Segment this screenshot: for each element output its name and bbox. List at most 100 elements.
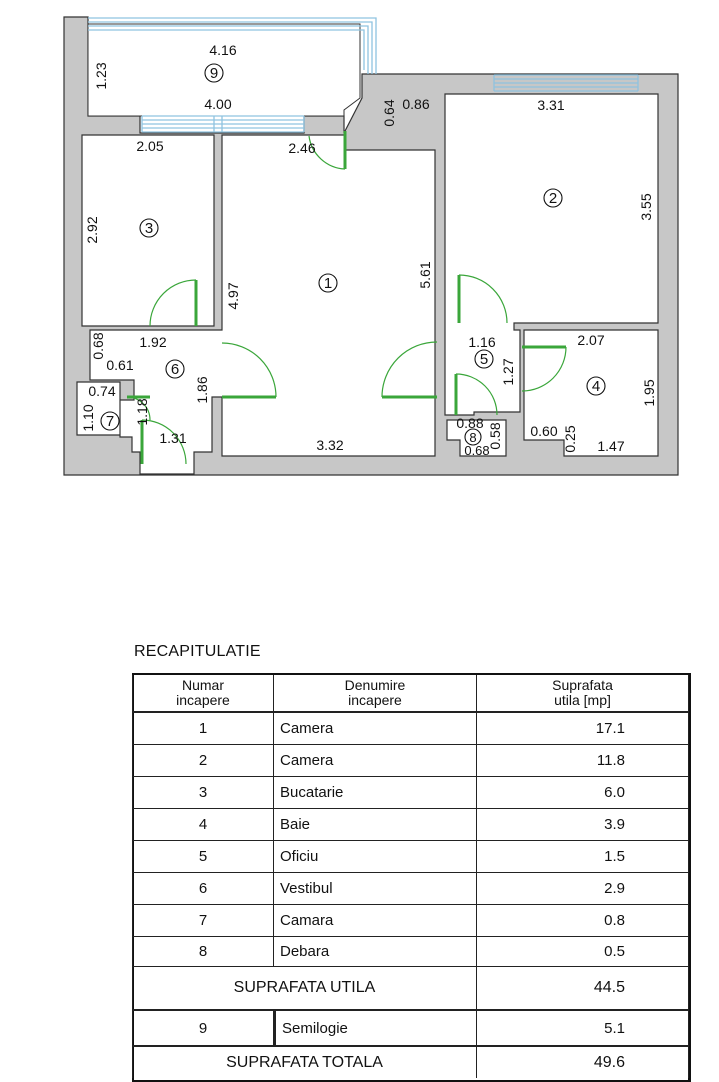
- row-nr: 1: [132, 713, 274, 744]
- row-name: Bucatarie: [274, 777, 477, 808]
- svg-text:5: 5: [480, 351, 488, 368]
- dim-r7-side: 1.10: [80, 404, 96, 431]
- dim-068b: 0.68: [464, 443, 489, 458]
- row-nr: 2: [132, 745, 274, 776]
- dim-r9-top: 4.16: [209, 42, 236, 58]
- dim-061: 0.61: [106, 357, 133, 373]
- row-name: Camera: [274, 745, 477, 776]
- doors: [126, 131, 567, 465]
- svg-text:9: 9: [210, 65, 218, 82]
- dim-r6-top: 1.92: [139, 334, 166, 350]
- dim-r9-side: 1.23: [93, 62, 109, 89]
- dim-r1-bottom: 3.32: [316, 437, 343, 453]
- table-row: 7 Camara 0.8: [132, 905, 689, 936]
- table-row: 6 Vestibul 2.9: [132, 873, 689, 904]
- row-area: 17.1: [477, 713, 689, 744]
- row-nr: 6: [132, 873, 274, 904]
- floor-plan: 9 3 1 2 6 5 4 7 8 4.16 1.23 4.00 2.05 2.…: [63, 16, 679, 476]
- row-name: Semilogie: [274, 1011, 477, 1045]
- row-name: Debara: [274, 937, 477, 966]
- dimension-labels: 4.16 1.23 4.00 2.05 2.92 2.46 0.64 0.86 …: [80, 42, 657, 458]
- recap-title: RECAPITULATIE: [134, 643, 261, 660]
- svg-text:6: 6: [171, 361, 179, 378]
- dim-131: 1.31: [159, 430, 186, 446]
- table-right-bar: [688, 673, 690, 1080]
- dim-r1-right: 5.61: [417, 261, 433, 288]
- svg-text:8: 8: [469, 430, 476, 445]
- row-name: Camara: [274, 905, 477, 936]
- dim-086: 0.86: [402, 96, 429, 112]
- room-numbers: 9 3 1 2 6 5 4 7 8: [100, 63, 606, 446]
- svg-text:4: 4: [592, 378, 600, 395]
- svg-text:1: 1: [324, 275, 332, 292]
- loggia-area: [87, 23, 361, 117]
- svg-text:3: 3: [145, 220, 153, 237]
- dim-064: 0.64: [381, 99, 397, 126]
- room-number-7: 7: [100, 411, 120, 431]
- useful-area-label: SUPRAFATA UTILA: [132, 967, 477, 1009]
- dim-147: 1.47: [597, 438, 624, 454]
- dim-118: 1.18: [134, 398, 150, 425]
- row-nr: 9: [132, 1011, 274, 1045]
- dim-r9-bottom: 4.00: [204, 96, 231, 112]
- room-number-2: 2: [543, 188, 563, 208]
- dim-r6-side: 1.86: [194, 376, 210, 403]
- total-area-row: SUPRAFATA TOTALA 49.6: [132, 1047, 689, 1078]
- dim-r4-side: 1.95: [641, 379, 657, 406]
- svg-text:2: 2: [549, 190, 557, 207]
- table-row: 8 Debara 0.5: [132, 937, 689, 966]
- dim-060: 0.60: [530, 423, 557, 439]
- dim-door-246: 2.46: [288, 140, 315, 156]
- row-nr: 8: [132, 937, 274, 966]
- row-area: 6.0: [477, 777, 689, 808]
- row-nr: 3: [132, 777, 274, 808]
- dim-r5-top: 1.16: [468, 334, 495, 350]
- svg-text:7: 7: [106, 413, 114, 430]
- row-name: Vestibul: [274, 873, 477, 904]
- room-number-1: 1: [318, 273, 338, 293]
- loggia-row: 9 Semilogie 5.1: [132, 1011, 689, 1045]
- row-area: 2.9: [477, 873, 689, 904]
- dim-025: 0.25: [562, 425, 578, 452]
- row-area: 5.1: [477, 1011, 689, 1045]
- total-area-value: 49.6: [477, 1047, 689, 1078]
- dim-074: 0.74: [88, 383, 115, 399]
- room-number-9: 9: [204, 63, 224, 83]
- room-number-8: 8: [464, 428, 482, 446]
- row-nr: 4: [132, 809, 274, 840]
- dim-088: 0.88: [456, 415, 483, 431]
- dim-r3-side: 2.92: [84, 216, 100, 243]
- row-area: 0.5: [477, 937, 689, 966]
- table-row: 1 Camera 17.1: [132, 713, 689, 744]
- total-area-label: SUPRAFATA TOTALA: [132, 1047, 477, 1078]
- table-row: 5 Oficiu 1.5: [132, 841, 689, 872]
- useful-area-value: 44.5: [477, 967, 689, 1009]
- row-name: Baie: [274, 809, 477, 840]
- room-number-5: 5: [474, 349, 494, 369]
- table-row: 2 Camera 11.8: [132, 745, 689, 776]
- walls: [63, 16, 679, 476]
- table-row: 4 Baie 3.9: [132, 809, 689, 840]
- table-row: 3 Bucatarie 6.0: [132, 777, 689, 808]
- row-nr: 5: [132, 841, 274, 872]
- dim-r3-top: 2.05: [136, 138, 163, 154]
- dim-r5-side: 1.27: [500, 358, 516, 385]
- dim-r2-side: 3.55: [638, 193, 654, 220]
- row-area: 0.8: [477, 905, 689, 936]
- windows: [88, 17, 639, 133]
- row-area: 1.5: [477, 841, 689, 872]
- row-area: 11.8: [477, 745, 689, 776]
- row-area: 3.9: [477, 809, 689, 840]
- row-nr: 7: [132, 905, 274, 936]
- dim-r2-top: 3.31: [537, 97, 564, 113]
- row-name: Oficiu: [274, 841, 477, 872]
- dim-068: 0.68: [90, 332, 106, 359]
- room-number-6: 6: [165, 359, 185, 379]
- useful-area-row: SUPRAFATA UTILA 44.5: [132, 967, 689, 1009]
- row-name: Camera: [274, 713, 477, 744]
- room-number-3: 3: [139, 218, 159, 238]
